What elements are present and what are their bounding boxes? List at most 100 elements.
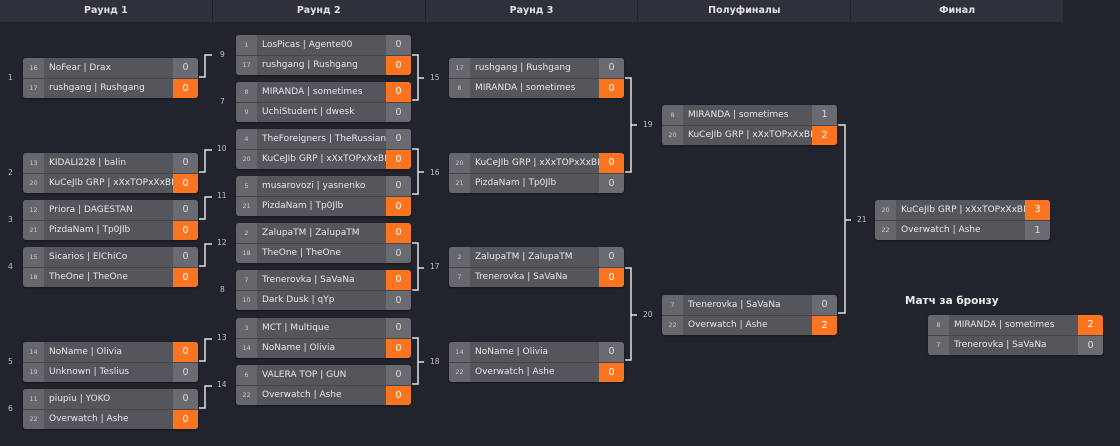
participant-row[interactable]: 8 MIRANDA | sometimes 0 bbox=[449, 78, 624, 98]
participant-row[interactable]: 14 NoName | Olivia 0 bbox=[23, 342, 198, 362]
match[interactable]: 12 Priora | DAGESTAN 0 21 PizdaNam | Tp0… bbox=[23, 200, 198, 240]
match[interactable]: 5 musarovozi | yasnenko 0 21 PizdaNam | … bbox=[236, 176, 411, 216]
seed: 13 bbox=[23, 153, 44, 173]
participant-row[interactable]: 12 Priora | DAGESTAN 0 bbox=[23, 200, 198, 220]
participant-row[interactable]: 11 piupiu | YOKO 0 bbox=[23, 389, 198, 409]
participant-row[interactable]: 18 TheOne | TheOne 0 bbox=[236, 243, 411, 263]
match[interactable]: 7 Trenerovka | SaVaNa 0 10 Dark Dusk | q… bbox=[236, 270, 411, 310]
match[interactable]: 20 KuCeJIb GRP | xXxTOPxXxBI: 0 21 Pizda… bbox=[449, 153, 624, 193]
connector bbox=[199, 385, 212, 409]
participant-row[interactable]: 22 Overwatch | Ashe 0 bbox=[449, 362, 624, 382]
participant-row[interactable]: 8 MIRANDA | sometimes 0 bbox=[236, 82, 411, 102]
match[interactable]: 7 Trenerovka | SaVaNa 0 22 Overwatch | A… bbox=[662, 295, 837, 335]
participant-row[interactable]: 4 TheForeigners | TheRussian 0 bbox=[236, 129, 411, 149]
score: 0 bbox=[173, 389, 198, 409]
participant-row[interactable]: 21 PizdaNam | Tp0Jlb 0 bbox=[449, 173, 624, 193]
team-name: rushgang | Rushgang bbox=[262, 60, 358, 70]
participant-row[interactable]: 8 MIRANDA | sometimes 2 bbox=[928, 315, 1103, 335]
participant-row[interactable]: 22 Overwatch | Ashe 0 bbox=[236, 385, 411, 405]
seed: 12 bbox=[23, 200, 44, 220]
participant-row[interactable]: 5 musarovozi | yasnenko 0 bbox=[236, 176, 411, 196]
participant-row[interactable]: 3 MCT | Multique 0 bbox=[236, 318, 411, 338]
match[interactable]: 1 LosPicas | Agente00 0 17 rushgang | Ru… bbox=[236, 35, 411, 75]
match[interactable]: 13 KIDALI228 | balin 0 20 KuCeJIb GRP | … bbox=[23, 153, 198, 193]
participant-row[interactable]: 20 KuCeJIb GRP | xXxTOPxXxBI: 2 bbox=[662, 125, 837, 145]
score: 0 bbox=[386, 129, 411, 149]
score: 0 bbox=[173, 363, 198, 382]
participant-row[interactable]: 7 Trenerovka | SaVaNa 0 bbox=[449, 267, 624, 287]
match-number: 2 bbox=[8, 168, 13, 177]
team-name: Overwatch | Ashe bbox=[49, 414, 129, 424]
team-name: NoName | Olivia bbox=[49, 347, 122, 357]
connector bbox=[412, 337, 424, 385]
match[interactable]: 6 VALERA TOP | GUN 0 22 Overwatch | Ashe… bbox=[236, 365, 411, 405]
participant-row[interactable]: 15 Sicarios | ElChiCo 0 bbox=[23, 247, 198, 267]
participant-row[interactable]: 2 ZalupaTM | ZalupaTM 0 bbox=[236, 223, 411, 243]
match-number: 1 bbox=[8, 73, 13, 82]
participant-row[interactable]: 22 Overwatch | Ashe 0 bbox=[23, 409, 198, 429]
match[interactable]: 2 ZalupaTM | ZalupaTM 0 18 TheOne | TheO… bbox=[236, 223, 411, 263]
participant-row[interactable]: 21 PizdaNam | Tp0Jlb 0 bbox=[236, 196, 411, 216]
participant-row[interactable]: 10 Dark Dusk | qYp 0 bbox=[236, 290, 411, 310]
match[interactable]: 14 NoName | Olivia 0 19 Unknown | Tesliu… bbox=[23, 342, 198, 382]
participant-row[interactable]: 22 Overwatch | Ashe 2 bbox=[662, 315, 837, 335]
team-name: Overwatch | Ashe bbox=[475, 367, 555, 377]
match[interactable]: 4 TheForeigners | TheRussian 0 20 KuCeJI… bbox=[236, 129, 411, 169]
participant-row[interactable]: 18 TheOne | TheOne 0 bbox=[23, 267, 198, 287]
seed: 22 bbox=[449, 363, 470, 382]
match[interactable]: 20 KuCeJIb GRP | xXxTOPxXxBI: 3 22 Overw… bbox=[875, 200, 1050, 240]
participant-row[interactable]: 20 KuCeJIb GRP | xXxTOPxXxBI: 0 bbox=[23, 173, 198, 193]
seed: 5 bbox=[236, 176, 257, 196]
match[interactable]: 15 Sicarios | ElChiCo 0 18 TheOne | TheO… bbox=[23, 247, 198, 287]
participant-row[interactable]: 14 NoName | Olivia 0 bbox=[236, 338, 411, 358]
connector bbox=[625, 267, 637, 361]
score: 0 bbox=[173, 174, 198, 193]
team-name: ZalupaTM | ZalupaTM bbox=[262, 228, 360, 238]
participant-row[interactable]: 20 KuCeJIb GRP | xXxTOPxXxBI: 0 bbox=[449, 153, 624, 173]
match-number: 12 bbox=[217, 238, 227, 247]
participant-row[interactable]: 14 NoName | Olivia 0 bbox=[449, 342, 624, 362]
seed: 7 bbox=[449, 268, 470, 287]
team-name: Trenerovka | SaVaNa bbox=[262, 275, 355, 285]
participant-row[interactable]: 21 PizdaNam | Tp0Jlb 0 bbox=[23, 220, 198, 240]
match[interactable]: 2 ZalupaTM | ZalupaTM 0 7 Trenerovka | S… bbox=[449, 247, 624, 287]
participant-row[interactable]: 6 VALERA TOP | GUN 0 bbox=[236, 365, 411, 385]
participant-row[interactable]: 9 UchiStudent | dwesk 0 bbox=[236, 102, 411, 122]
match[interactable]: 17 rushgang | Rushgang 0 8 MIRANDA | som… bbox=[449, 58, 624, 98]
participant-row[interactable]: 2 ZalupaTM | ZalupaTM 0 bbox=[449, 247, 624, 267]
score: 0 bbox=[599, 153, 624, 173]
participant-row[interactable]: 7 Trenerovka | SaVaNa 0 bbox=[928, 335, 1103, 355]
seed: 20 bbox=[23, 174, 44, 193]
score: 0 bbox=[599, 79, 624, 98]
participant-row[interactable]: 17 rushgang | Rushgang 0 bbox=[236, 55, 411, 75]
seed: 1 bbox=[236, 35, 257, 55]
score: 0 bbox=[386, 291, 411, 310]
score: 0 bbox=[386, 318, 411, 338]
participant-row[interactable]: 16 NoFear | Drax 0 bbox=[23, 58, 198, 78]
match[interactable]: 8 MIRANDA | sometimes 1 20 KuCeJIb GRP |… bbox=[662, 105, 837, 145]
match[interactable]: 11 piupiu | YOKO 0 22 Overwatch | Ashe 0 bbox=[23, 389, 198, 429]
participant-row[interactable]: 1 LosPicas | Agente00 0 bbox=[236, 35, 411, 55]
participant-row[interactable]: 17 rushgang | Rushgang 0 bbox=[23, 78, 198, 98]
participant-row[interactable]: 7 Trenerovka | SaVaNa 0 bbox=[236, 270, 411, 290]
participant-row[interactable]: 17 rushgang | Rushgang 0 bbox=[449, 58, 624, 78]
participant-row[interactable]: 13 KIDALI228 | balin 0 bbox=[23, 153, 198, 173]
match[interactable]: 8 MIRANDA | sometimes 0 9 UchiStudent | … bbox=[236, 82, 411, 122]
participant-row[interactable]: 8 MIRANDA | sometimes 1 bbox=[662, 105, 837, 125]
bronze-match[interactable]: 8 MIRANDA | sometimes 2 7 Trenerovka | S… bbox=[928, 315, 1103, 355]
participant-row[interactable]: 7 Trenerovka | SaVaNa 0 bbox=[662, 295, 837, 315]
round-header-1: Раунд 1 bbox=[0, 0, 213, 22]
seed: 8 bbox=[928, 315, 949, 335]
seed: 14 bbox=[236, 339, 257, 358]
match[interactable]: 14 NoName | Olivia 0 22 Overwatch | Ashe… bbox=[449, 342, 624, 382]
participant-row[interactable]: 20 KuCeJIb GRP | xXxTOPxXxBI: 3 bbox=[875, 200, 1050, 220]
seed: 9 bbox=[236, 103, 257, 122]
participant-row[interactable]: 22 Overwatch | Ashe 1 bbox=[875, 220, 1050, 240]
participant-row[interactable]: 20 KuCeJIb GRP | xXxTOPxXxBI: 0 bbox=[236, 149, 411, 169]
team-name: rushgang | Rushgang bbox=[49, 83, 145, 93]
match-number: 18 bbox=[430, 357, 440, 366]
match[interactable]: 16 NoFear | Drax 0 17 rushgang | Rushgan… bbox=[23, 58, 198, 98]
team-name: PizdaNam | Tp0Jlb bbox=[49, 225, 131, 235]
participant-row[interactable]: 19 Unknown | Teslius 0 bbox=[23, 362, 198, 382]
match[interactable]: 3 MCT | Multique 0 14 NoName | Olivia 0 bbox=[236, 318, 411, 358]
